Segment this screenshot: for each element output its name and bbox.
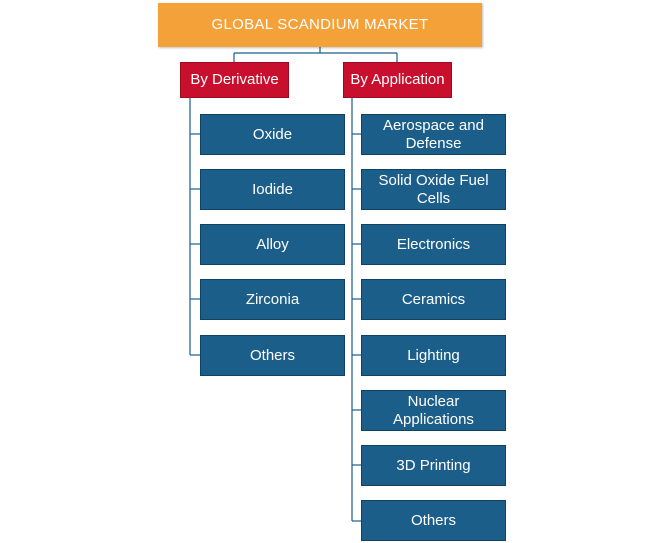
application-item-3d-printing: 3D Printing — [361, 445, 506, 486]
application-item-aerospace-defense: Aerospace and Defense — [361, 114, 506, 155]
derivative-item-others: Others — [200, 335, 345, 376]
derivative-item-oxide: Oxide — [200, 114, 345, 155]
category-by-derivative: By Derivative — [180, 62, 289, 98]
category-by-application: By Application — [343, 62, 452, 98]
application-item-nuclear-applications: Nuclear Applications — [361, 390, 506, 431]
application-item-electronics: Electronics — [361, 224, 506, 265]
derivative-item-zirconia: Zirconia — [200, 279, 345, 320]
derivative-item-iodide: Iodide — [200, 169, 345, 210]
derivative-item-alloy: Alloy — [200, 224, 345, 265]
application-item-ceramics: Ceramics — [361, 279, 506, 320]
root-node: GLOBAL SCANDIUM MARKET — [158, 3, 482, 47]
application-item-lighting: Lighting — [361, 335, 506, 376]
application-item-others: Others — [361, 500, 506, 541]
application-item-solid-oxide-fuel-cells: Solid Oxide Fuel Cells — [361, 169, 506, 210]
